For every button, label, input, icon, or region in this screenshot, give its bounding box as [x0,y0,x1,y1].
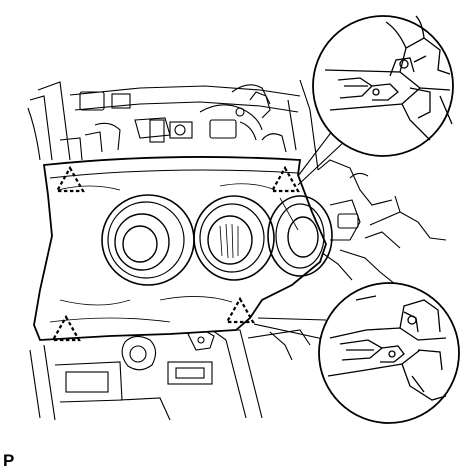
clip-detail-callout-top [312,15,454,157]
center-cluster-panel [33,156,327,341]
figure-reference-code: P [3,451,15,470]
hvac-knob-left [101,194,195,286]
callout-leader-lines [253,125,347,341]
hvac-knob-right [267,195,333,277]
hvac-knob-center [193,195,275,281]
background-dashboard-structure [27,79,447,421]
clip-detail-callout-bottom [318,282,460,424]
